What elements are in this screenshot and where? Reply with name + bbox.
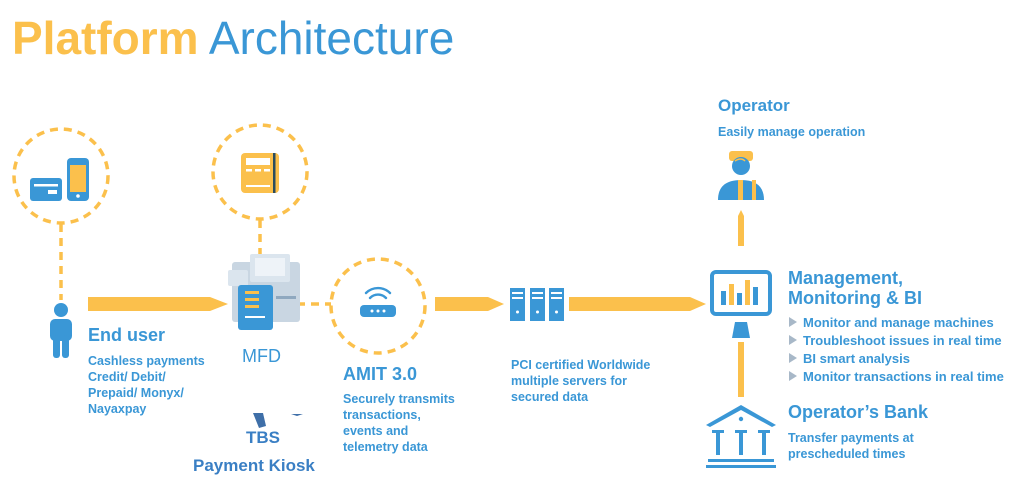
amit-line: Securely transmits [343,392,455,406]
router-circle [329,257,427,355]
end-user-line: Prepaid/ Monyx/ [88,386,184,400]
operator-subtitle: Easily manage operation [718,125,866,139]
management-bullet: BI smart analysis [789,350,1004,368]
tbs-label: TBS [246,428,280,447]
tbs-kiosk-icon [253,413,303,428]
bullet-text: Monitor and manage machines [803,315,994,330]
bank-description: Transfer payments at prescheduled times [788,430,914,462]
management-bullet: Monitor transactions in real time [789,368,1004,386]
operator-worker-icon [718,151,764,200]
end-user-line: Cashless payments [88,354,205,368]
amit-description: Securely transmits transactions, events … [343,391,455,455]
arrow-management-to-bank [738,342,744,397]
title-platform: Platform [12,12,199,64]
amit-line: telemetry data [343,440,428,454]
end-user-description: Cashless payments Credit/ Debit/ Prepaid… [88,353,205,417]
page-title: Platform Architecture [12,8,454,68]
wifi-router-icon [360,286,396,317]
arrow-servers-to-management [569,297,706,311]
amit-line: transactions, [343,408,421,422]
management-bullet: Troubleshoot issues in real time [789,332,1004,350]
management-bullet-list: Monitor and manage machines Troubleshoot… [789,314,1004,386]
operator-heading: Operator [718,96,790,115]
amit-heading: AMIT 3.0 [343,364,418,384]
bullet-triangle-icon [789,371,797,381]
bullet-text: Troubleshoot issues in real time [803,333,1002,348]
bullet-triangle-icon [789,335,797,345]
arrow-user-to-mfd [88,297,228,311]
arrow-router-to-servers [435,297,504,311]
bullet-triangle-icon [789,317,797,327]
server-rack-icon [510,288,564,321]
arrow-management-to-operator [738,210,744,246]
management-heading-line2: Monitoring & BI [788,288,922,308]
management-bullet: Monitor and manage machines [789,314,1004,332]
bank-line: prescheduled times [788,447,906,461]
bullet-triangle-icon [789,353,797,363]
card-and-phone-icon [30,158,89,201]
card-reader-icon [241,153,279,193]
bullet-text: BI smart analysis [803,351,910,366]
bullet-text: Monitor transactions in real time [803,369,1004,384]
card-reader-circle [211,123,309,221]
monitor-chart-icon [710,270,772,338]
payment-methods-circle [12,127,110,225]
bank-line: Transfer payments at [788,431,914,445]
servers-description: PCI certified Worldwide multiple servers… [511,357,650,405]
end-user-line: Nayaxpay [88,402,147,416]
payment-kiosk-label: Payment Kiosk [193,456,315,475]
mfd-label: MFD [242,346,281,366]
bank-heading: Operator’s Bank [788,402,929,422]
multifunction-device-icon [228,254,300,330]
servers-line: secured data [511,390,589,404]
management-heading-line1: Management, [788,268,904,288]
servers-line: PCI certified Worldwide [511,358,651,372]
end-user-line: Credit/ Debit/ [88,370,166,384]
end-user-heading: End user [88,325,166,345]
person-icon [50,303,72,358]
bank-building-icon [706,405,776,468]
servers-line: multiple servers for [511,374,628,388]
amit-line: events and [343,424,409,438]
title-architecture: Architecture [208,12,455,64]
